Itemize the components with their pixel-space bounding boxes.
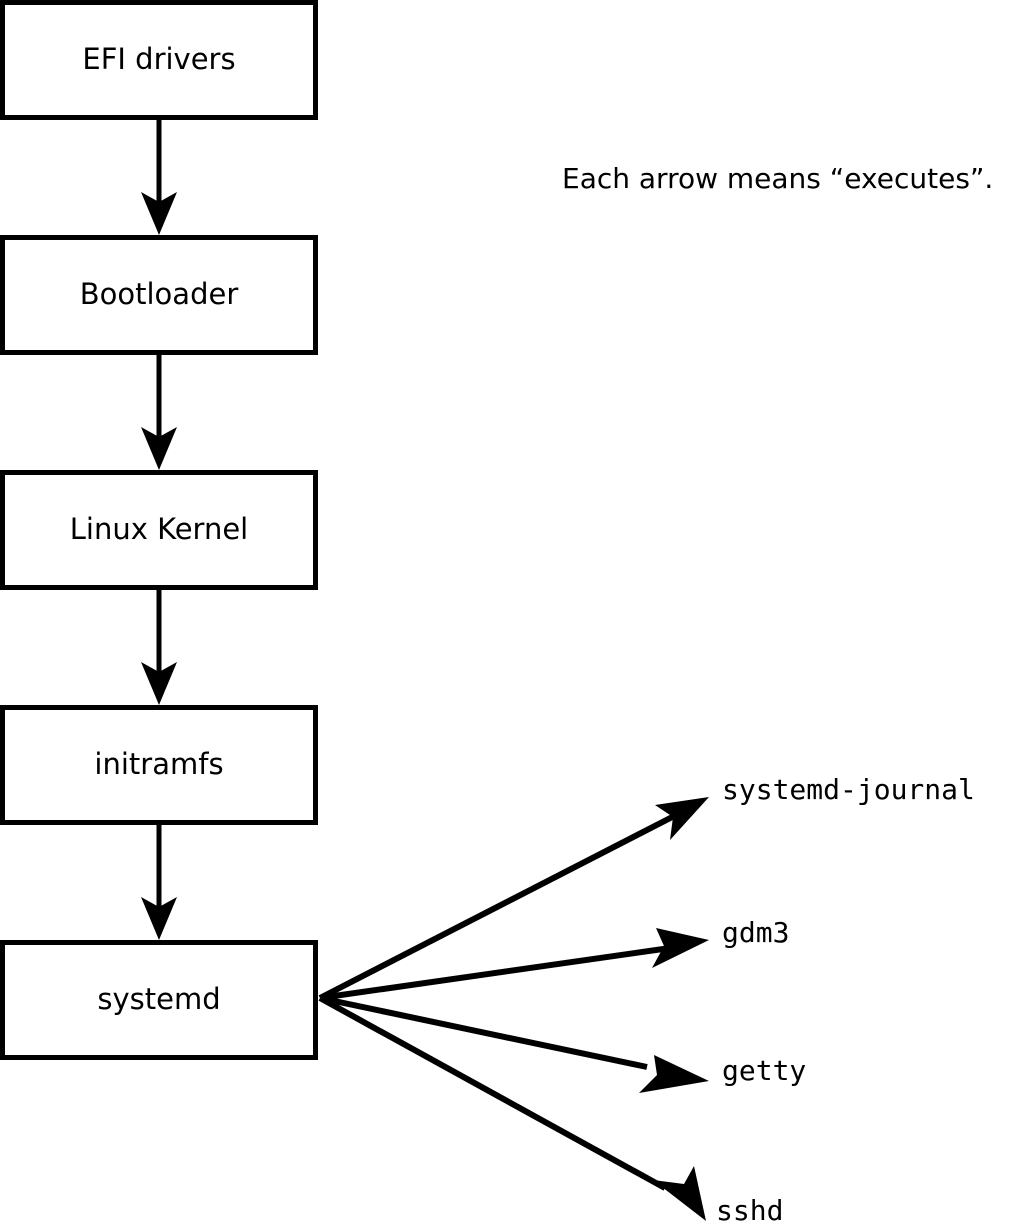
node-label-efi-drivers: EFI drivers <box>82 42 235 76</box>
arrow-systemd-to-sshd <box>318 995 706 1221</box>
node-box-initramfs <box>0 705 318 825</box>
arrow-systemd-to-gdm3 <box>319 928 709 1001</box>
arrowhead-icon <box>655 797 709 840</box>
arrowhead-icon <box>652 928 709 968</box>
leaf-label-gdm3: gdm3 <box>722 916 789 949</box>
diagram-caption: Each arrow means “executes”. <box>562 162 993 195</box>
arrowhead-icon <box>141 192 177 235</box>
node-label-linux-kernel: Linux Kernel <box>70 512 248 546</box>
node-initramfs[interactable]: initramfs <box>0 705 318 825</box>
node-box-systemd <box>0 940 318 1060</box>
leaf-label-sshd: sshd <box>716 1194 783 1227</box>
arrowhead-icon <box>639 1055 709 1093</box>
node-box-efi-drivers <box>0 0 318 120</box>
node-box-linux-kernel <box>0 470 318 590</box>
leaf-label-systemd-journal: systemd-journal <box>722 773 975 806</box>
node-label-initramfs: initramfs <box>94 747 223 781</box>
arrowhead-icon <box>653 1166 706 1221</box>
arrowhead-icon <box>141 897 177 940</box>
arrowhead-icon <box>141 662 177 705</box>
leaf-label-getty: getty <box>722 1054 806 1087</box>
arrow-initramfs-to-systemd <box>141 823 177 940</box>
arrowhead-icon <box>141 427 177 470</box>
arrow-systemd-to-getty <box>319 995 709 1093</box>
node-systemd[interactable]: systemd <box>0 940 318 1060</box>
node-bootloader[interactable]: Bootloader <box>0 235 318 355</box>
node-linux-kernel[interactable]: Linux Kernel <box>0 470 318 590</box>
node-label-bootloader: Bootloader <box>80 277 239 311</box>
node-efi-drivers[interactable]: EFI drivers <box>0 0 318 120</box>
arrow-bootloader-to-linux-kernel <box>141 353 177 470</box>
arrow-efi-drivers-to-bootloader <box>141 118 177 235</box>
node-box-bootloader <box>0 235 318 355</box>
node-label-systemd: systemd <box>97 982 220 1016</box>
arrow-systemd-to-systemd-journal <box>318 797 709 1001</box>
arrow-linux-kernel-to-initramfs <box>141 588 177 705</box>
